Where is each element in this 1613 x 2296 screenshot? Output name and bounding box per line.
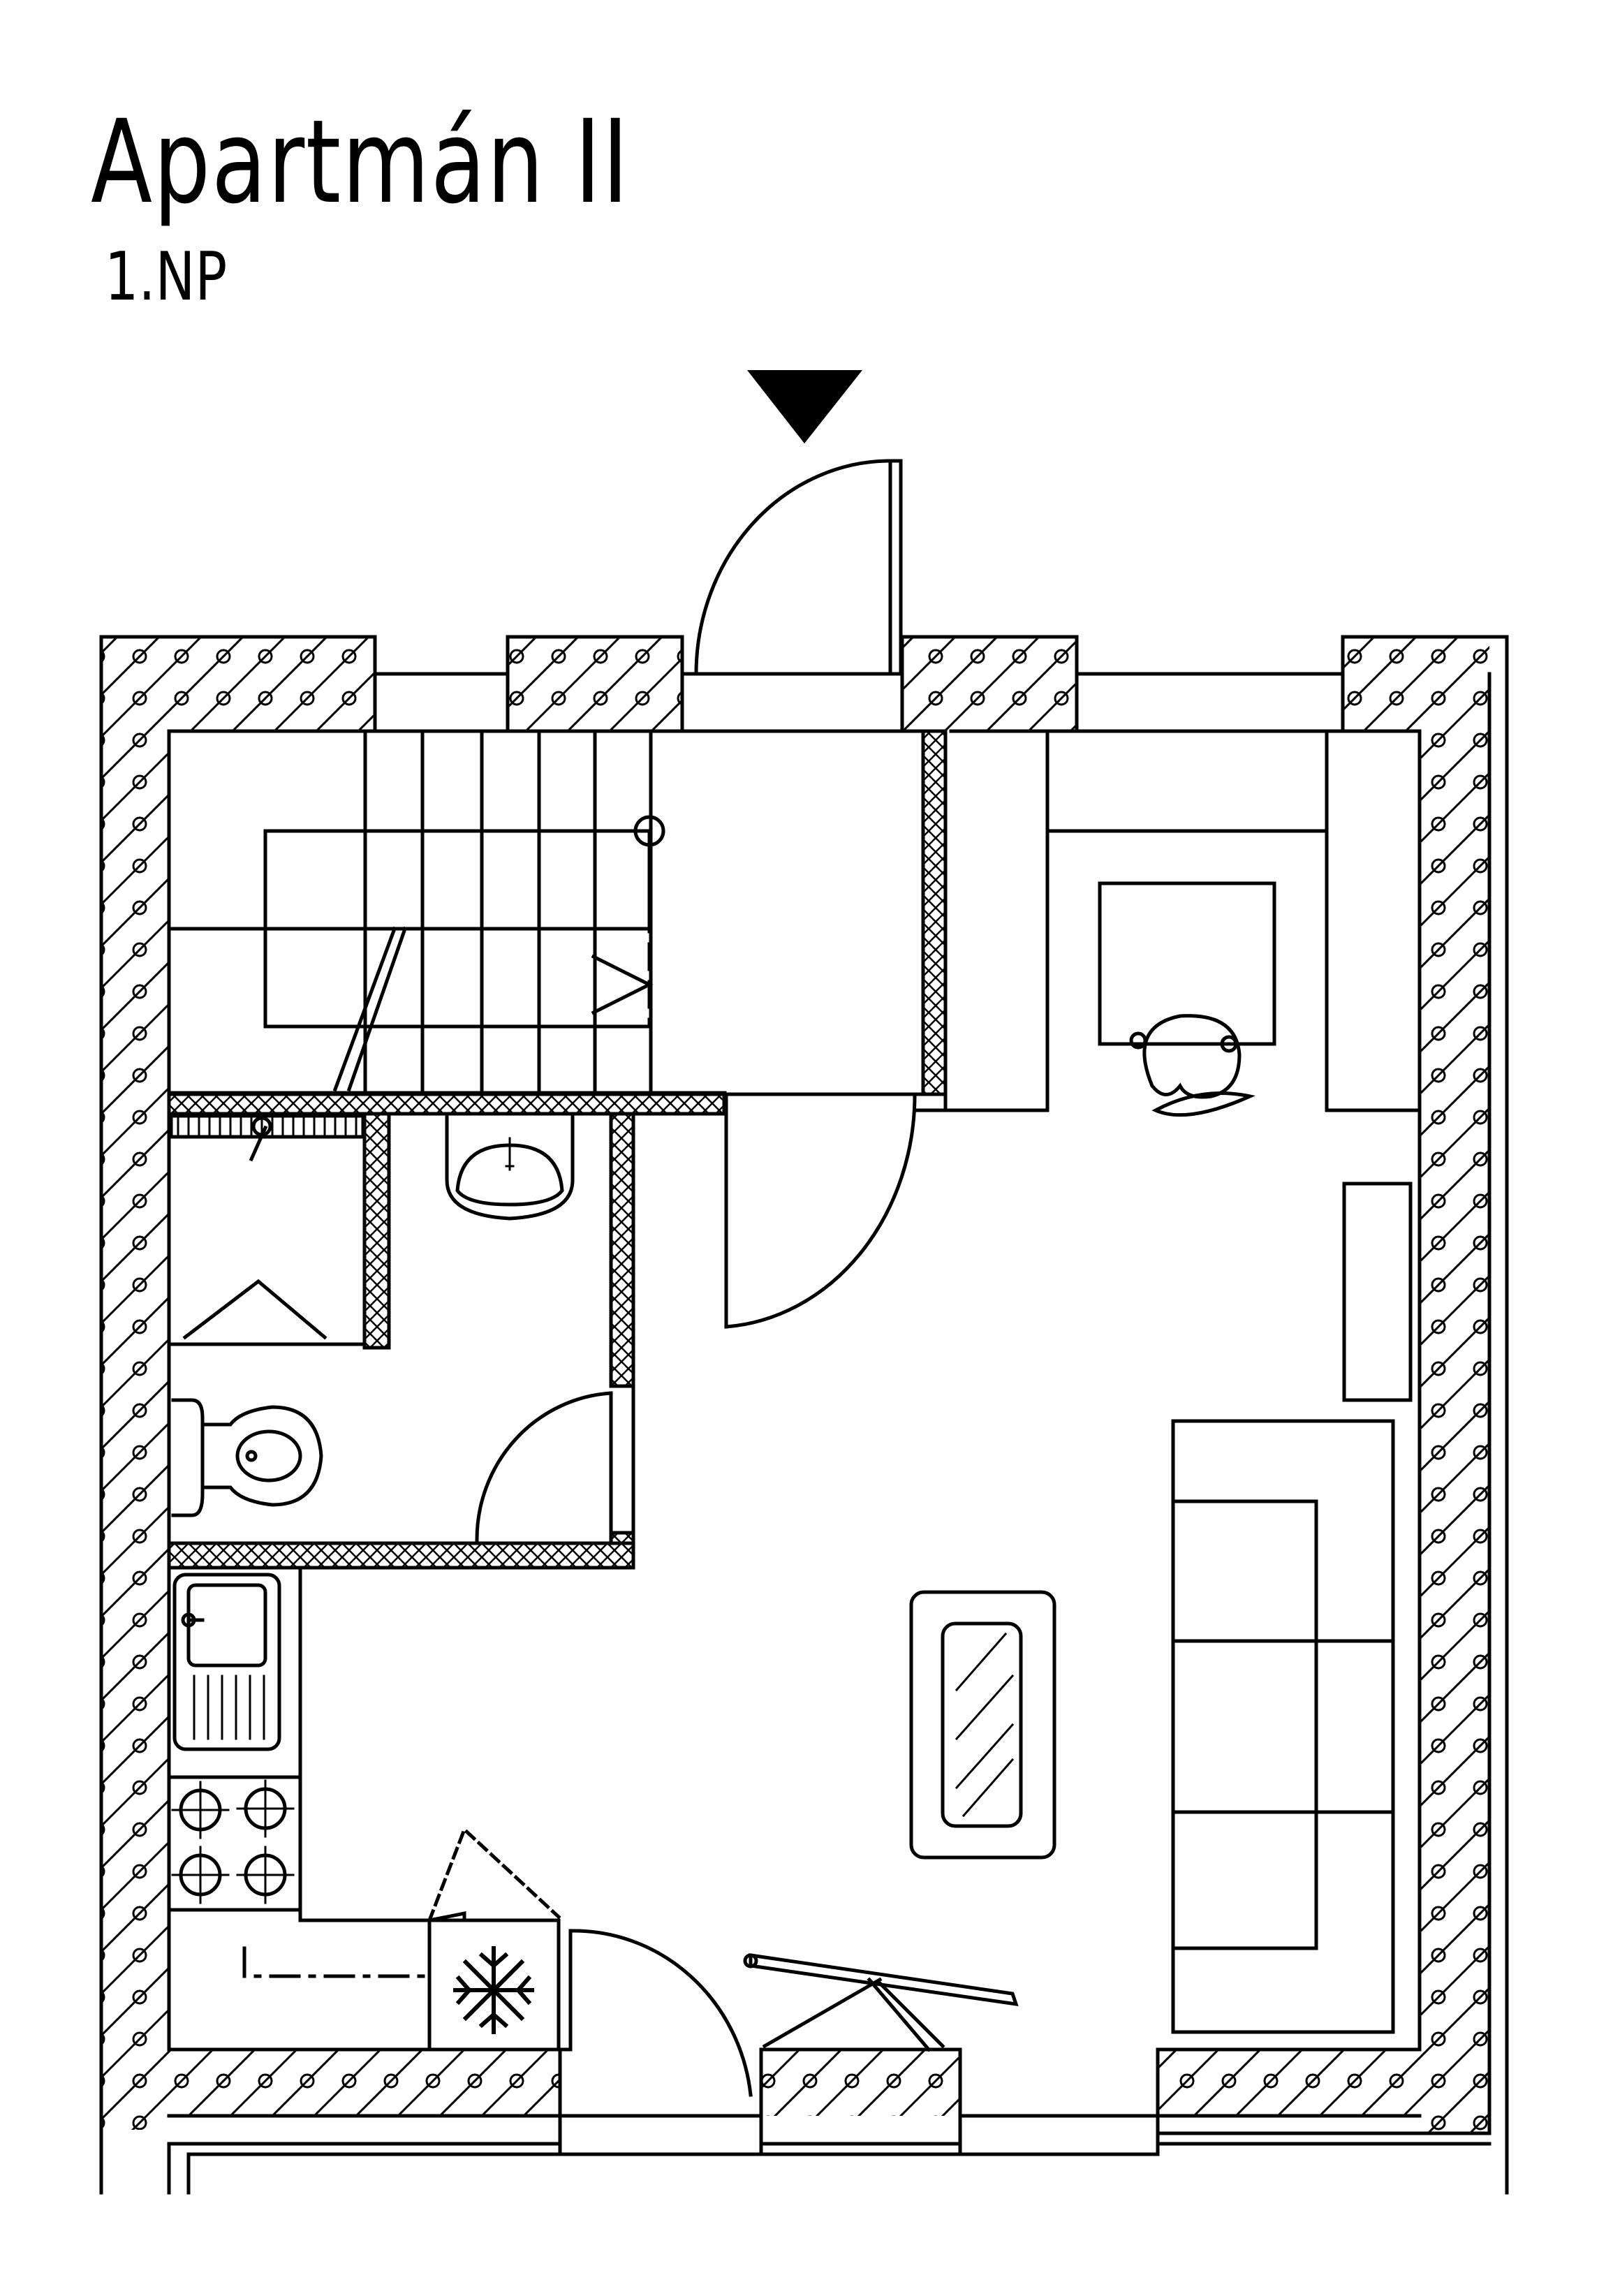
bathroom [167, 1112, 635, 1570]
entrance-arrow-icon [747, 370, 862, 443]
hall-door [724, 1092, 917, 1329]
bottom-doors [558, 1929, 1019, 2097]
floor-label: 1.NP [105, 239, 228, 316]
staircase [167, 729, 925, 1096]
plan-title: Apartmán II [91, 95, 630, 229]
room-outline [167, 672, 1422, 2052]
kitchen [167, 1566, 561, 2052]
exterior-walls [99, 635, 1509, 2195]
snowflake-icon [453, 1946, 534, 2034]
stair-partition [167, 729, 948, 1116]
entrance-door [694, 370, 903, 676]
living-room [909, 729, 1422, 2034]
